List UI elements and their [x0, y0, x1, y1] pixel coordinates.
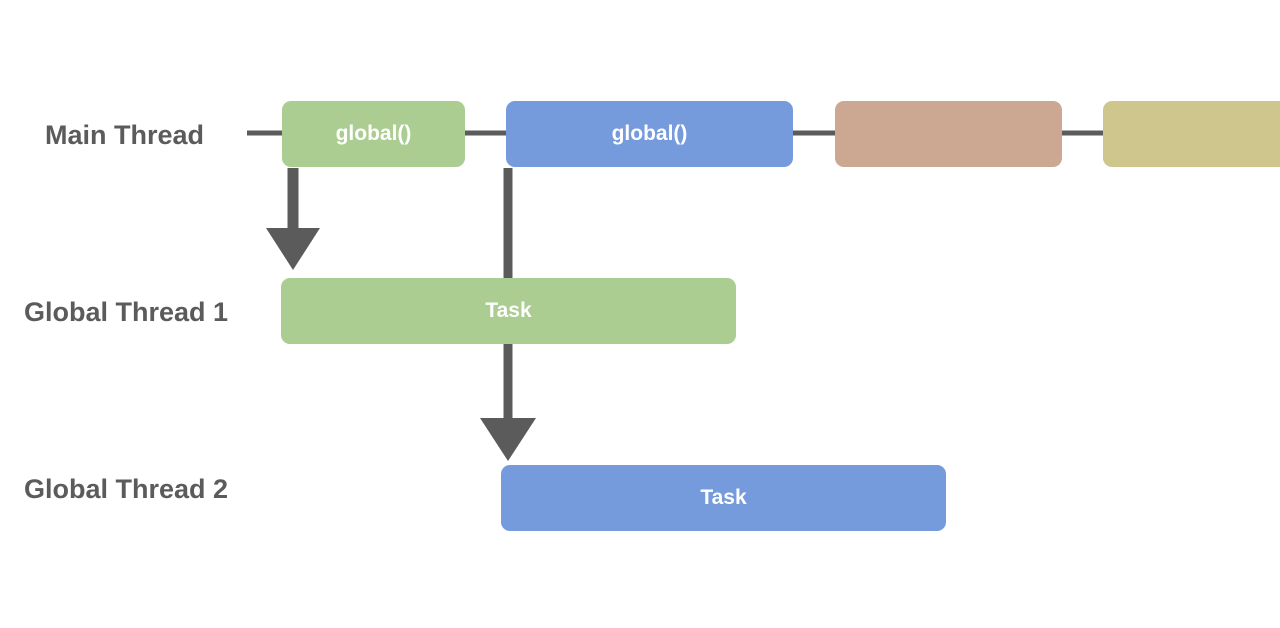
main-block-global-call-1: global() — [282, 101, 465, 167]
main-block-3 — [835, 101, 1062, 167]
main-block-4 — [1103, 101, 1280, 167]
global-thread-1-label: Global Thread 1 — [24, 297, 229, 327]
arrow-head-icon — [480, 418, 536, 461]
dispatch-arrow-1 — [266, 168, 320, 270]
global-thread-2-task: Task — [501, 465, 946, 531]
global-thread-1-task: Task — [281, 278, 736, 344]
main-block-global-call-2: global() — [506, 101, 793, 167]
arrow-head-icon — [266, 228, 320, 270]
main-thread-label: Main Thread — [45, 120, 205, 150]
global-thread-2-label: Global Thread 2 — [24, 474, 229, 504]
